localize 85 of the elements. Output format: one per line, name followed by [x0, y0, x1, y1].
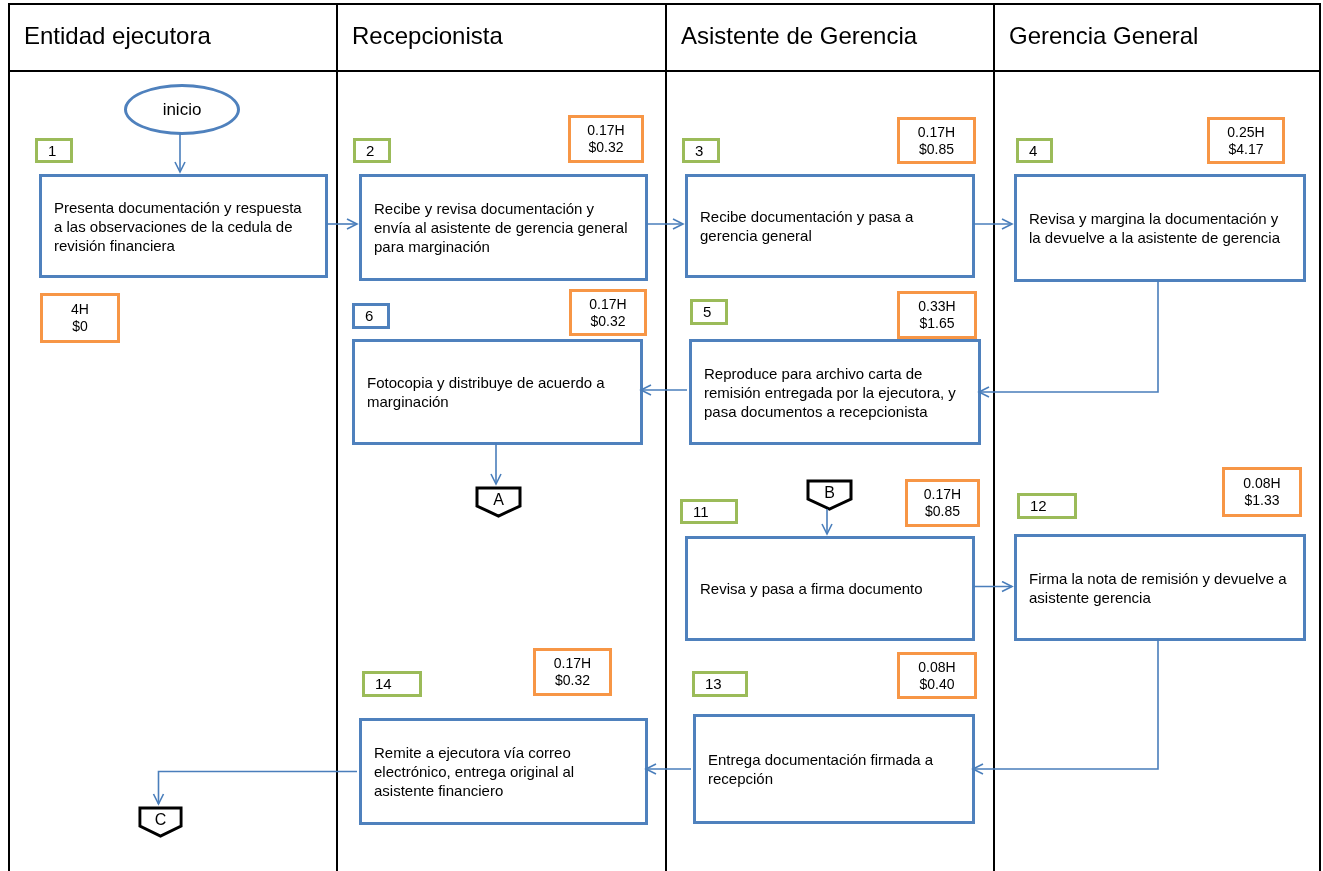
- swimlane: [993, 3, 1321, 871]
- lane-header: Entidad ejecutora: [10, 5, 336, 72]
- cost-text: 0.08H: [1243, 475, 1281, 492]
- connector-arrow: [645, 763, 692, 775]
- cost-text: 4H: [71, 301, 89, 318]
- cost-text: 0.17H: [917, 123, 956, 141]
- step-text: Revisa y pasa a firma documento: [700, 579, 923, 598]
- lane-header: Recepcionista: [338, 5, 665, 72]
- time-cost-box: [533, 648, 612, 696]
- time-cost-box: [40, 293, 120, 343]
- swimlane: [8, 3, 338, 871]
- connector-arrow: [152, 770, 358, 805]
- cost-text: $0: [72, 318, 88, 335]
- terminator-label: inicio: [162, 99, 202, 120]
- process-box: [685, 174, 975, 278]
- step-number: 2: [353, 138, 391, 163]
- connector-arrow: [978, 279, 1159, 398]
- cost-text: $0.85: [918, 140, 954, 158]
- connector-arrow: [972, 638, 1159, 775]
- step-text: Firma la nota de remisión y devuelve a asistente gerencia: [1029, 568, 1288, 607]
- offpage-connector: [806, 479, 853, 511]
- process-box: [39, 174, 328, 278]
- time-cost-box: [897, 291, 977, 339]
- connector-arrow: [972, 580, 1013, 593]
- step-number: 4: [1016, 138, 1053, 163]
- time-cost-box: [1222, 467, 1302, 517]
- step-text: Entrega documentación firmada a recepción: [708, 750, 935, 788]
- offpage-connector: [138, 806, 183, 838]
- offpage-connector: [475, 486, 522, 518]
- lane-header: Asistente de Gerencia: [667, 5, 993, 72]
- step-number: 1: [35, 138, 73, 163]
- connector-arrow: [972, 218, 1013, 230]
- cost-text: 0.17H: [923, 486, 962, 503]
- cost-text: $0.32: [590, 312, 626, 330]
- cost-text: $1.65: [919, 315, 955, 332]
- process-box: [689, 339, 981, 445]
- cost-text: 0.08H: [918, 658, 956, 676]
- cost-text: $0.32: [554, 672, 590, 689]
- cost-text: $4.17: [1228, 140, 1264, 158]
- process-box: [1014, 534, 1306, 641]
- process-box: [359, 718, 648, 825]
- lane-header: Gerencia General: [995, 5, 1319, 72]
- step-number: 3: [682, 138, 720, 163]
- cost-text: $0.40: [919, 675, 955, 693]
- process-box: [693, 714, 975, 824]
- step-text: Revisa y margina la documentación y la devuelve a la asistente de gerencia: [1029, 209, 1281, 247]
- time-cost-box: [568, 115, 644, 163]
- cost-text: 0.17H: [589, 295, 627, 313]
- process-box: [685, 536, 975, 641]
- time-cost-box: [897, 117, 976, 164]
- connector-arrow: [174, 132, 186, 173]
- cost-text: 0.17H: [553, 655, 592, 672]
- time-cost-box: [897, 652, 977, 699]
- cost-text: $1.33: [1244, 492, 1280, 509]
- cost-text: 0.17H: [587, 122, 625, 139]
- step-number: 6: [352, 303, 390, 329]
- cost-text: 0.33H: [918, 298, 956, 315]
- step-number: 5: [690, 299, 728, 325]
- connector-letter: B: [824, 484, 835, 502]
- cost-text: $0.85: [924, 503, 960, 520]
- time-cost-box: [905, 479, 980, 527]
- process-box: [359, 174, 648, 281]
- cost-text: $0.32: [588, 139, 624, 156]
- step-text: Recibe y revisa documentación y envía al asistente de gerencia general para marginación: [374, 199, 629, 256]
- connector-arrow: [325, 218, 358, 230]
- step-text: Recibe documentación y pasa a gerencia general: [700, 207, 915, 245]
- step-number: 13: [692, 671, 748, 697]
- connector-arrow: [645, 218, 684, 230]
- connector-letter: C: [154, 811, 167, 829]
- step-text: Remite a ejecutora vía correo electrónico, entrega original al asistente financiero: [374, 743, 576, 800]
- connector-arrow: [490, 442, 502, 485]
- step-text: Reproduce para archivo carta de remisión entregada por la ejecutora, y pasa documentos a recepcionista: [704, 363, 957, 421]
- time-cost-box: [1207, 117, 1285, 164]
- step-number: 11: [680, 499, 738, 524]
- step-number: 12: [1017, 493, 1077, 519]
- step-text: Fotocopia y distribuye de acuerdo a marginación: [367, 373, 606, 411]
- step-number: 14: [362, 671, 422, 697]
- connector-arrow: [821, 508, 833, 535]
- time-cost-box: [569, 289, 647, 336]
- connector-letter: A: [493, 491, 504, 509]
- step-text: Presenta documentación y respuesta a las observaciones de la cedula de revisión financiera: [54, 197, 303, 255]
- process-box: [1014, 174, 1306, 282]
- process-box: [352, 339, 643, 445]
- cost-text: 0.25H: [1227, 123, 1265, 141]
- connector-arrow: [640, 384, 688, 396]
